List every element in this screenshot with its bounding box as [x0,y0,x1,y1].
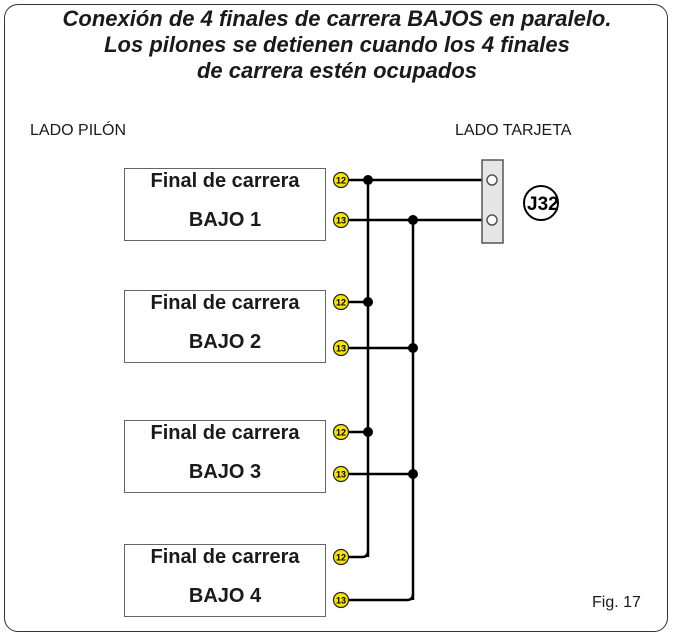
connector-label-j32: J32 [523,185,559,221]
junction-dot [408,469,418,479]
connector-j32-block [481,159,504,244]
limit-switch-bajo-3: Final de carrera BAJO 3 [124,420,326,493]
title-line-2: Los pilones se detienen cuando los 4 fin… [104,32,570,57]
terminal-label: 13 [336,344,346,354]
switch-2-title: Final de carrera [150,292,300,314]
limit-switch-bajo-2: Final de carrera BAJO 2 [124,290,326,363]
limit-switch-bajo-4: Final de carrera BAJO 4 [124,544,326,617]
diagram-title: Conexión de 4 finales de carrera BAJOS e… [0,6,674,84]
junction-dot [408,343,418,353]
terminal-label: 12 [336,428,346,438]
junction-dot [363,427,373,437]
terminal-sw3-12: 12 [332,423,350,441]
terminal-sw3-13: 13 [332,465,350,483]
terminal-sw4-12: 12 [332,548,350,566]
terminal-sw2-12: 12 [332,293,350,311]
terminal-sw2-13: 13 [332,339,350,357]
switch-1-name: BAJO 1 [188,209,262,231]
switch-2-name: BAJO 2 [188,331,262,353]
terminal-sw4-13: 13 [332,591,350,609]
label-lado-tarjeta: LADO TARJETA [455,122,572,139]
terminal-label: 13 [336,216,346,226]
switch-3-name: BAJO 3 [188,461,262,483]
junction-dot [408,215,418,225]
terminal-label: 12 [336,176,346,186]
switch-4-name: BAJO 4 [188,585,262,607]
terminal-sw1-13: 13 [332,211,350,229]
figure-number: Fig. 17 [592,594,641,611]
figure-frame [4,4,668,632]
terminal-label: 12 [336,553,346,563]
terminal-sw1-12: 12 [332,171,350,189]
junction-dot [363,175,373,185]
connector-pin-12 [486,174,498,186]
terminal-label: 13 [336,596,346,606]
limit-switch-bajo-1: Final de carrera BAJO 1 [124,168,326,241]
wire-sw4-13 [343,593,415,602]
switch-4-title: Final de carrera [150,546,300,568]
title-line-1: Conexión de 4 finales de carrera BAJOS e… [62,6,612,31]
terminal-label: 12 [336,298,346,308]
connector-label-text: J32 [527,194,559,215]
label-lado-pilon: LADO PILÓN [30,122,127,139]
connector-pin-13 [486,214,498,226]
terminal-label: 13 [336,470,346,480]
switch-3-title: Final de carrera [150,422,300,444]
title-line-3: de carrera estén ocupados [196,58,477,83]
junction-dot [363,297,373,307]
wire-sw4-12 [343,550,370,559]
switch-1-title: Final de carrera [150,170,300,192]
